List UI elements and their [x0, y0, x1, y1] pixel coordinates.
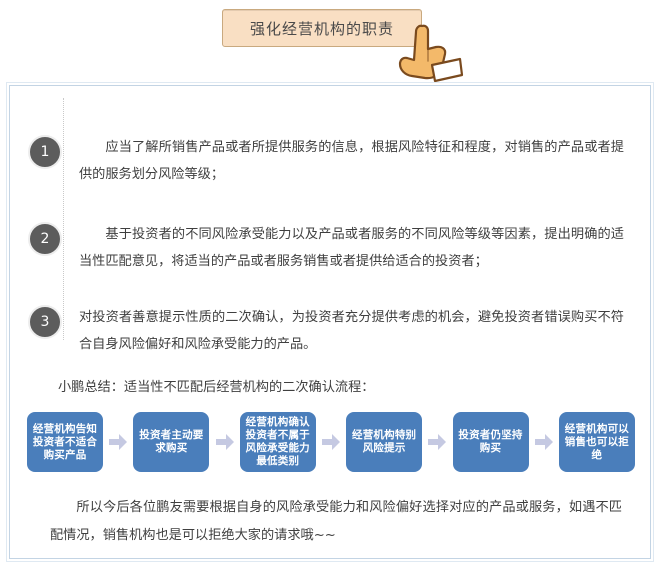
- step-connector-line: [63, 98, 64, 340]
- step-number-badge: 2: [28, 222, 62, 256]
- flow-step-box: 经营机构确认投资者不属于风险承受能力最低类别: [239, 412, 316, 472]
- flow-step-box: 投资者仍坚持购买: [452, 412, 529, 472]
- flow-step-box: 经营机构可以销售也可以拒绝: [558, 412, 635, 472]
- content-card: 1 应当了解所销售产品或者所提供服务的信息，根据风险特征和程度，对销售的产品或者…: [6, 82, 654, 562]
- list-item: 3 对投资者善意提示性质的二次确认，为投资者充分提供考虑的机会，避免投资者错误购…: [28, 304, 624, 358]
- right-arrow-icon: [534, 433, 554, 451]
- confirmation-flowchart: 经营机构告知投资者不适合购买产品 投资者主动要求购买 经营机构确认投资者不属于风…: [27, 404, 635, 480]
- right-arrow-icon: [215, 433, 235, 451]
- step-text: 应当了解所销售产品或者所提供服务的信息，根据风险特征和程度，对销售的产品或者提供…: [79, 140, 624, 182]
- list-item: 2 基于投资者的不同风险承受能力以及产品或者服务的不同风险等级等因素，提出明确的…: [28, 221, 624, 275]
- right-arrow-icon: [108, 433, 128, 451]
- footer-note: 所以今后各位鹏友需要根据自身的风险承受能力和风险偏好选择对应的产品或服务，如遇不…: [50, 500, 622, 543]
- title-banner-container: 强化经营机构的职责: [222, 9, 464, 83]
- step-text: 基于投资者的不同风险承受能力以及产品或者服务的不同风险等级等因素，提出明确的适当…: [79, 227, 624, 269]
- list-item: 1 应当了解所销售产品或者所提供服务的信息，根据风险特征和程度，对销售的产品或者…: [28, 134, 624, 188]
- title-banner: 强化经营机构的职责: [222, 9, 422, 47]
- page-title: 强化经营机构的职责: [249, 19, 394, 38]
- flow-step-box: 投资者主动要求购买: [133, 412, 210, 472]
- right-arrow-icon: [427, 433, 447, 451]
- step-number-badge: 3: [28, 305, 62, 339]
- flow-step-box: 经营机构告知投资者不适合购买产品: [27, 412, 103, 472]
- flow-step-box: 经营机构特别风险提示: [346, 412, 423, 472]
- right-arrow-icon: [321, 433, 341, 451]
- step-number-badge: 1: [28, 135, 62, 169]
- summary-label: 小鹏总结：适当性不匹配后经营机构的二次确认流程：: [58, 380, 375, 395]
- step-text: 对投资者善意提示性质的二次确认，为投资者充分提供考虑的机会，避免投资者错误购买不…: [79, 310, 624, 352]
